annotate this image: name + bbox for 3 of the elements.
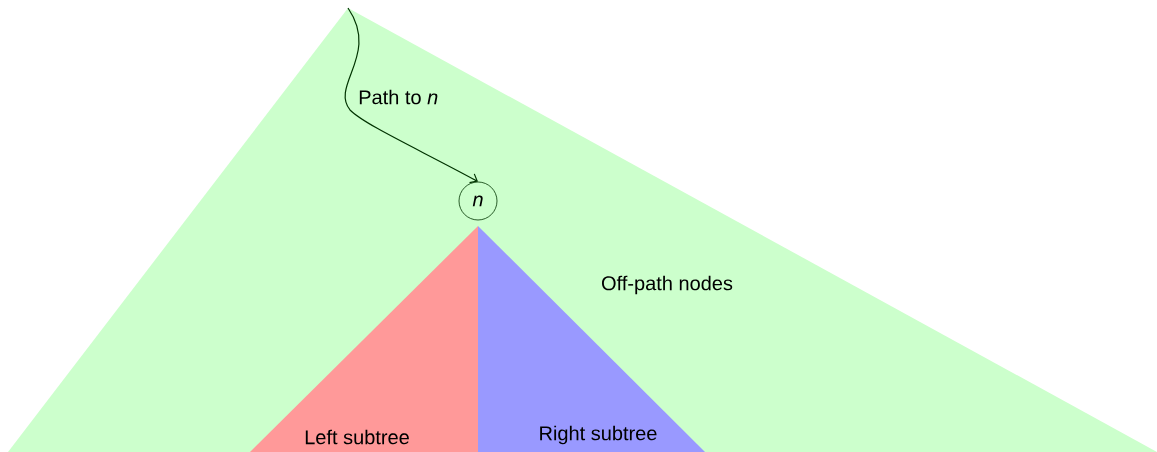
edge-label: Path to n [359,89,438,105]
triangle-region: Left subtree [250,226,478,452]
arrow [344,7,478,184]
